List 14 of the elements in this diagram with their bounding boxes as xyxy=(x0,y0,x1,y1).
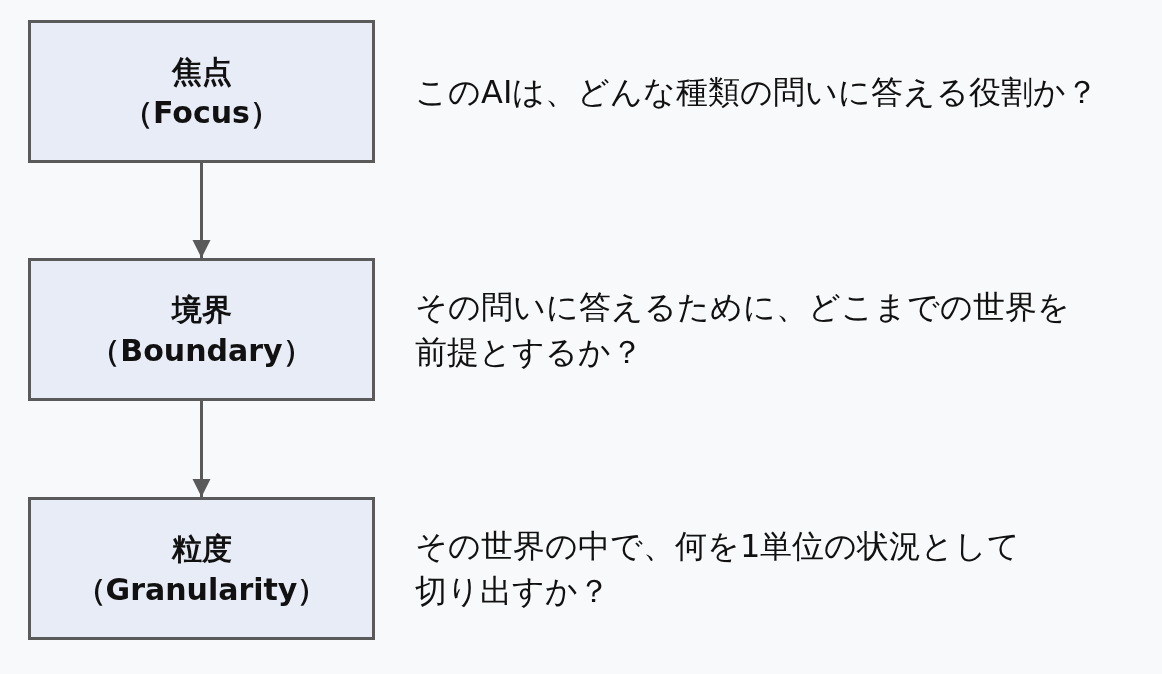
process-box xyxy=(28,20,375,163)
box-title: 境界 xyxy=(171,290,232,329)
question-text: このAIは、どんな種類の問いに答える役割か？ xyxy=(415,71,1100,112)
box-title: 粒度 xyxy=(171,529,232,568)
arrow xyxy=(192,401,211,497)
box-subtitle: （Focus） xyxy=(123,93,280,132)
question-text: その問いに答えるために、どこまでの世界を前提とするか？ xyxy=(415,286,1071,373)
box-subtitle: （Granularity） xyxy=(75,570,328,609)
arrow xyxy=(192,163,211,258)
question-text: その世界の中で、何を1単位の状況として切り出すか？ xyxy=(415,525,1022,612)
box-title: 焦点 xyxy=(171,52,232,91)
box-subtitle: （Boundary） xyxy=(90,331,313,370)
process-box xyxy=(28,258,375,401)
process-box xyxy=(28,497,375,640)
